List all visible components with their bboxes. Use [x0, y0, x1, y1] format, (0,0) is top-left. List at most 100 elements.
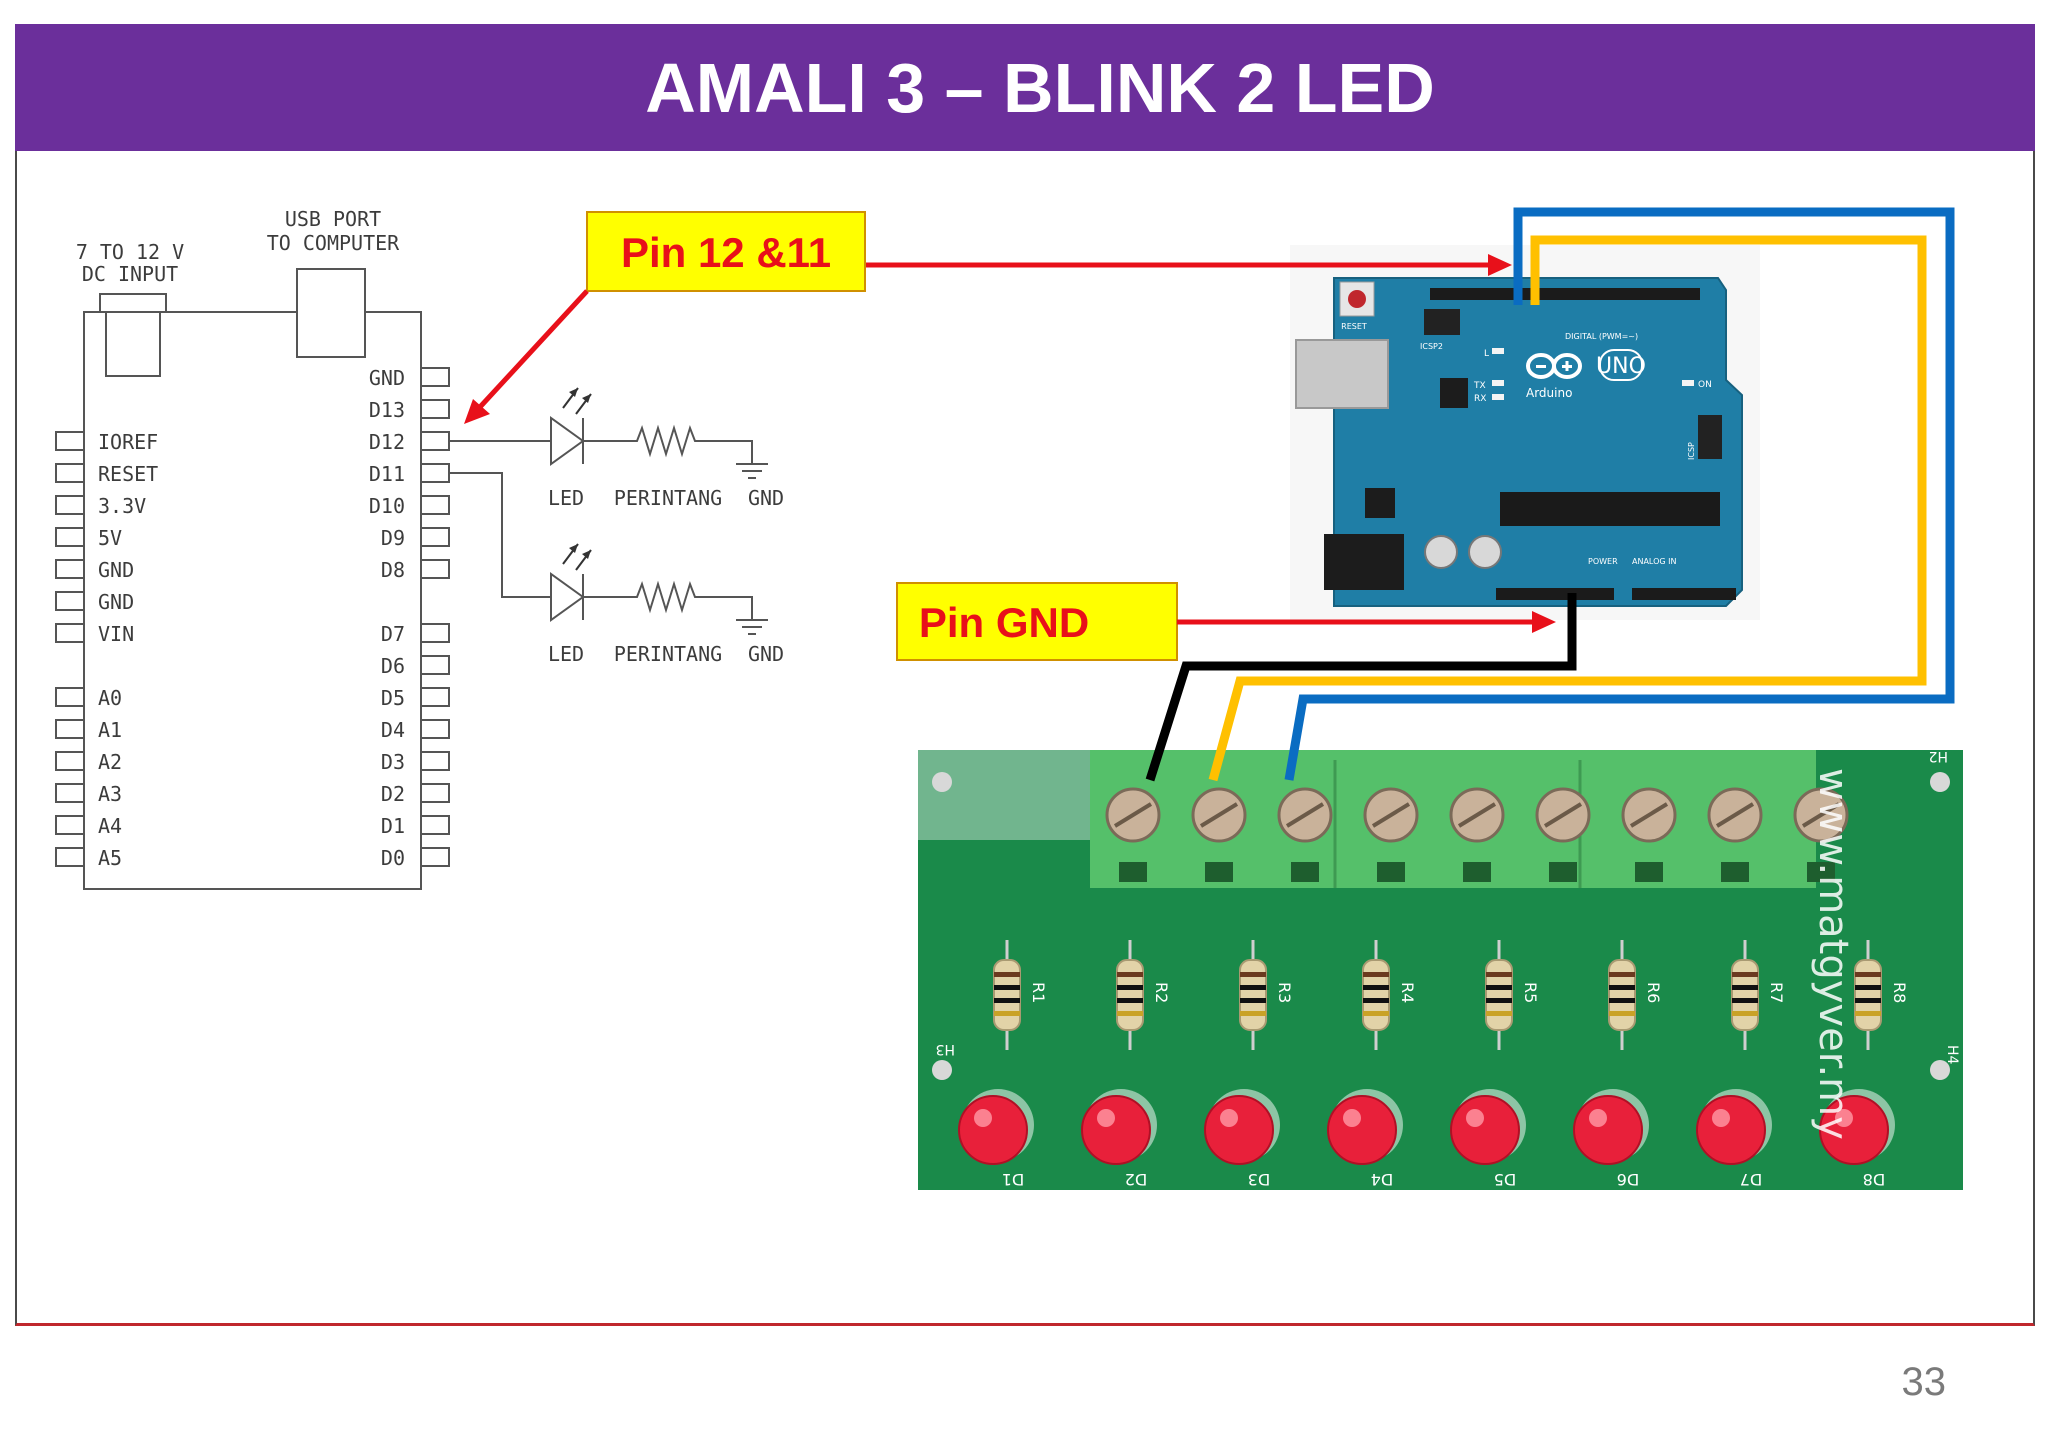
right-pin-box-2: [420, 431, 450, 451]
pin-label-ioref: IOREF: [98, 430, 158, 454]
terminal-slot-5: [1463, 862, 1491, 882]
pin-label-gnd-2: GND: [98, 590, 134, 614]
terminal-slot-8: [1721, 862, 1749, 882]
left-pin-boxes: [55, 431, 85, 867]
l-led-label: L: [1484, 349, 1489, 359]
callout-pins-box: [586, 211, 866, 292]
icsp2-header: [1424, 309, 1460, 335]
led-label-2: LED: [548, 642, 584, 666]
callout-gnd: Pin GND: [896, 582, 1556, 661]
left-pin-box-0: [55, 431, 85, 451]
arduino-uno-board: RESET ICSP2 DIGITAL (PWM=~) L TX RX UNO …: [1290, 245, 1760, 620]
pin-label-d8: D8: [381, 558, 405, 582]
left-pin-box-2: [55, 495, 85, 515]
right-pin-box-0: [420, 367, 450, 387]
arrow-head-arduino-pins: [1488, 254, 1512, 276]
resistor-label-8: R8: [1890, 982, 1909, 1003]
led-label-8: D8: [1863, 1170, 1886, 1189]
resistor-label-1: PERINTANG: [614, 486, 722, 510]
terminal-slot-9: [1807, 862, 1835, 882]
pin-label-3v3: 3.3V: [98, 494, 146, 518]
pin-label-d0: D0: [381, 846, 405, 870]
pin-label-d11: D11: [369, 462, 405, 486]
usb-port-label-2: TO COMPUTER: [267, 231, 400, 255]
left-pin-box-1: [55, 463, 85, 483]
pin-label-gnd-1: GND: [98, 558, 134, 582]
slide-title: AMALI 3 – BLINK 2 LED: [645, 48, 1435, 127]
gnd-label-1: GND: [748, 486, 784, 510]
analog-label: ANALOG IN: [1632, 557, 1677, 566]
right-pin-box-5: [420, 527, 450, 547]
black-wire: [1145, 593, 1577, 782]
resistor-5: [1485, 959, 1513, 1031]
right-pin-box-6: [420, 559, 450, 579]
led-4: [1327, 1095, 1397, 1165]
arrow-to-schematic-pins: [478, 289, 589, 409]
mounting-hole-3: [932, 772, 952, 792]
left-pin-box-7: [55, 687, 85, 707]
pin-label-d4: D4: [381, 718, 405, 742]
right-pin-list: GND D13 D12 D11 D10 D9 D8 D7 D6 D5 D4 D3…: [369, 366, 405, 870]
tx-label: TX: [1473, 381, 1486, 391]
arduino-schematic: 7 TO 12 V DC INPUT USB PORT TO COMPUTER …: [55, 207, 450, 890]
led-7: [1696, 1095, 1766, 1165]
pin-label-d10: D10: [369, 494, 405, 518]
analog-header: [1632, 588, 1736, 600]
pin-label-d6: D6: [381, 654, 405, 678]
pin-label-5v: 5V: [98, 526, 122, 550]
capacitor-1: [1424, 535, 1458, 569]
reset-label: RESET: [1341, 322, 1367, 331]
pin-label-d2: D2: [381, 782, 405, 806]
arduino-logo: [1526, 353, 1582, 379]
icsp2-label: ICSP2: [1420, 342, 1443, 351]
pin-label-a1: A1: [98, 718, 122, 742]
terminal-slot-1: [1119, 862, 1147, 882]
blue-wire: [1284, 207, 1955, 781]
led-label-4: D4: [1371, 1170, 1394, 1189]
callout-pins-text: Pin 12 &11: [621, 229, 831, 276]
terminal-slot-4: [1377, 862, 1405, 882]
pin-label-d1: D1: [381, 814, 405, 838]
led-label-3: D3: [1248, 1170, 1271, 1189]
resistor-symbol-1: [583, 424, 753, 464]
right-pin-box-10: [420, 719, 450, 739]
arrow-head-arduino-gnd: [1532, 611, 1556, 633]
resistor-7: [1731, 959, 1759, 1031]
led-label-5: D5: [1494, 1170, 1517, 1189]
uno-label: UNO: [1596, 354, 1646, 379]
pin-label-d9: D9: [381, 526, 405, 550]
pin-label-a4: A4: [98, 814, 122, 838]
yellow-wire: [1208, 235, 1927, 782]
atmega-chip: [1500, 492, 1720, 526]
left-pin-box-8: [55, 719, 85, 739]
left-pin-box-4: [55, 559, 85, 579]
h-mark-2: H2: [1929, 748, 1948, 764]
power-jack: [1324, 534, 1404, 590]
h-mark-3: H3: [936, 1041, 955, 1057]
pin-label-d12: D12: [369, 430, 405, 454]
led-5: [1450, 1095, 1520, 1165]
resistor-8: [1854, 959, 1882, 1031]
led-6: [1573, 1095, 1643, 1165]
right-pin-box-8: [420, 655, 450, 675]
led-label-2: D2: [1125, 1170, 1148, 1189]
right-pin-box-11: [420, 751, 450, 771]
terminal-slot-3: [1291, 862, 1319, 882]
mounting-hole-1: [1930, 772, 1950, 792]
digital-label: DIGITAL (PWM=~): [1565, 332, 1638, 341]
usb-chip: [1440, 378, 1468, 408]
pin-label-a2: A2: [98, 750, 122, 774]
pin-label-d5: D5: [381, 686, 405, 710]
gnd-label-2: GND: [748, 642, 784, 666]
pin-label-d13: D13: [369, 398, 405, 422]
pin-label-a3: A3: [98, 782, 122, 806]
dc-input-label-2: DC INPUT: [82, 262, 178, 286]
resistor-4: [1362, 959, 1390, 1031]
led-symbol-1: [550, 416, 585, 466]
arrow-head-schematic-pins: [464, 399, 490, 424]
led-2: [1081, 1095, 1151, 1165]
callout-pins: Pin 12 &11: [464, 211, 1512, 424]
callout-gnd-box: [896, 582, 1178, 661]
right-pin-box-9: [420, 687, 450, 707]
